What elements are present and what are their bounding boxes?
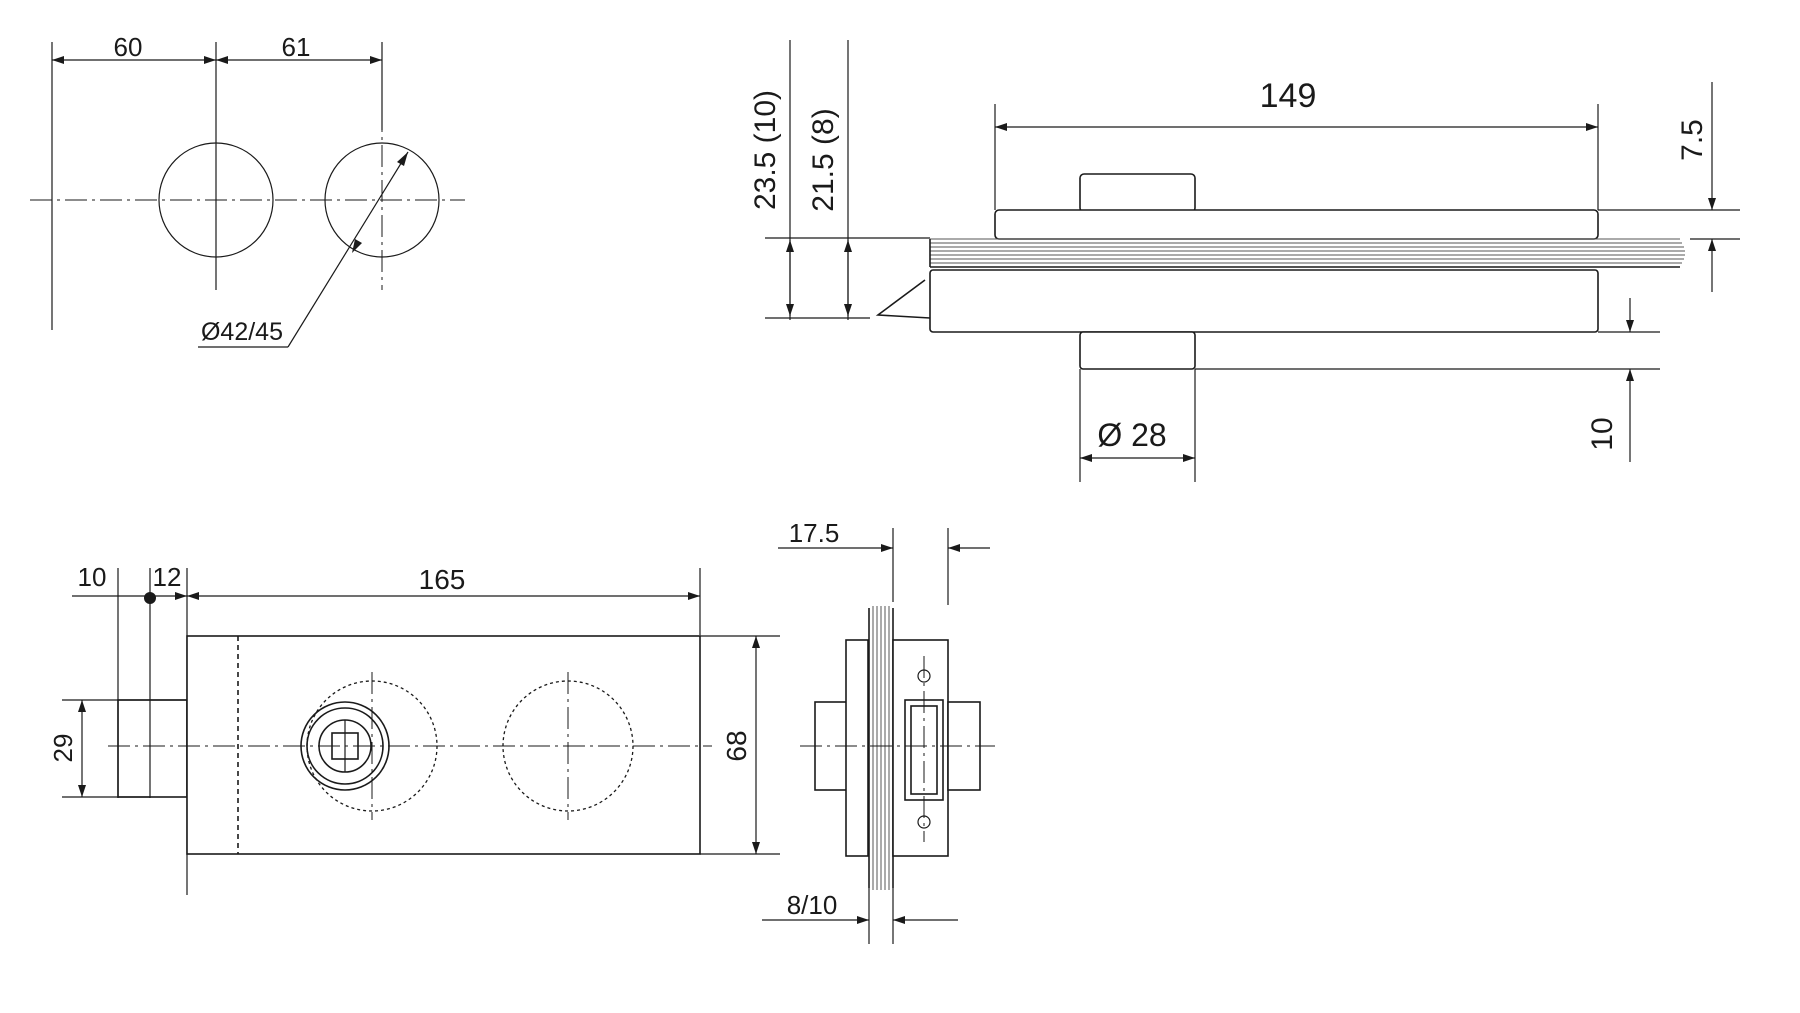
- dimension-label-hole-diameter: Ø42/45: [201, 318, 283, 346]
- flange-tab: [117, 699, 188, 798]
- dimension-dot: [144, 592, 156, 604]
- clamp-plate-lower: [929, 269, 1599, 333]
- knob-outline-right: [502, 680, 634, 812]
- knob-ring-mid: [306, 707, 384, 785]
- dimension-label-60: 60: [114, 32, 143, 62]
- diameter-arrow-top: [397, 152, 408, 166]
- clamp-plate-plan: [186, 635, 701, 855]
- knob-outline-left: [306, 680, 438, 812]
- dimension-label-29: 29: [48, 734, 78, 763]
- view-hole-spacing: 60 61 Ø42/45: [30, 32, 465, 348]
- dimension-label-12: 12: [153, 562, 182, 592]
- diameter-leader: [287, 151, 409, 348]
- glass-panel: [929, 238, 1685, 268]
- dimension-label-height-a: 23.5 (10): [749, 90, 782, 210]
- dimension-label-10-right: 10: [1586, 417, 1619, 450]
- knob-ring-outer: [300, 701, 390, 791]
- dimension-label-17-5: 17.5: [789, 518, 840, 548]
- dimension-label-7-5: 7.5: [1676, 119, 1709, 161]
- dimension-label-8-10: 8/10: [787, 890, 838, 920]
- end-plate-left: [845, 639, 869, 857]
- dimension-label-61: 61: [282, 32, 311, 62]
- wedge-profile: [875, 279, 931, 319]
- end-plate-right: [892, 639, 949, 857]
- dimension-label-68: 68: [721, 730, 752, 761]
- clamp-plate-upper: [994, 209, 1599, 240]
- knob-top: [1079, 173, 1196, 213]
- knob-bottom: [1079, 331, 1196, 370]
- dimension-label-10-left: 10: [78, 562, 107, 592]
- dimension-label-height-b: 21.5 (8): [807, 108, 840, 211]
- diameter-arrow-bottom: [352, 239, 362, 253]
- view-end: 17.5 8/10: [762, 518, 995, 944]
- glass-panel-end: [868, 606, 894, 890]
- dimension-label-165: 165: [419, 564, 466, 595]
- view-side-section: 23.5 (10) 21.5 (8) 149: [749, 40, 1740, 482]
- view-plan: 10 12 165 29 68: [48, 562, 780, 895]
- dimension-label-knob-diameter: Ø 28: [1097, 417, 1166, 453]
- dimension-label-149: 149: [1260, 77, 1317, 115]
